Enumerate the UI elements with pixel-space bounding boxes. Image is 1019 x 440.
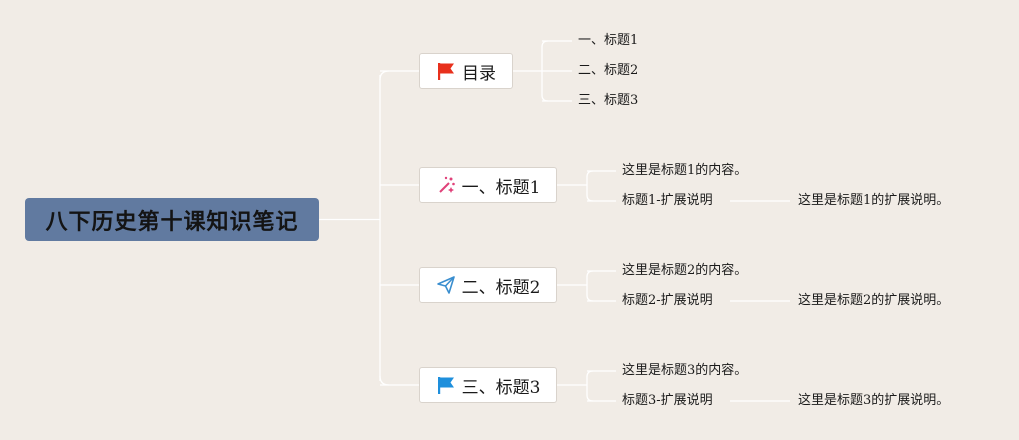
toc-item-1-label: 一、标题1 — [578, 33, 639, 48]
toc-item-2-label: 二、标题2 — [578, 63, 639, 78]
section-2-content[interactable]: 这里是标题2的内容。 — [622, 263, 747, 279]
section-3-ext-detail-text: 这里是标题3的扩展说明。 — [798, 393, 950, 408]
toc-item-2[interactable]: 二、标题2 — [578, 63, 638, 79]
connector-s3-bracket — [586, 370, 594, 402]
section-2-label: 二、标题2 — [461, 277, 541, 298]
section-1-ext-label[interactable]: 标题1-扩展说明 — [622, 193, 713, 209]
toc-topic-label: 目录 — [462, 63, 496, 84]
section-3-content-text: 这里是标题3的内容。 — [622, 363, 748, 378]
section-3-content[interactable]: 这里是标题3的内容。 — [622, 363, 747, 379]
connector-trunk-bottom — [379, 375, 390, 386]
toc-item-3-label: 三、标题3 — [578, 93, 639, 108]
section-1-content[interactable]: 这里是标题1的内容。 — [622, 163, 747, 179]
section-2-ext-label[interactable]: 标题2-扩展说明 — [622, 293, 713, 309]
red-flag-icon — [438, 63, 454, 80]
section-3-ext-label[interactable]: 标题3-扩展说明 — [622, 393, 713, 409]
root-topic[interactable]: 八下历史第十课知识笔记 — [25, 198, 319, 241]
section-2-ext-label-text: 标题2-扩展说明 — [622, 293, 713, 308]
section-3-ext-detail[interactable]: 这里是标题3的扩展说明。 — [798, 393, 949, 409]
section-3-topic[interactable]: 三、标题3 — [419, 367, 557, 403]
toc-topic[interactable]: 目录 — [419, 53, 513, 89]
section-1-ext-label-text: 标题1-扩展说明 — [622, 193, 713, 208]
connector-trunk-top — [379, 70, 390, 81]
section-1-topic[interactable]: 一、标题1 — [419, 167, 557, 203]
section-1-ext-detail[interactable]: 这里是标题1的扩展说明。 — [798, 193, 949, 209]
toc-item-1[interactable]: 一、标题1 — [578, 33, 638, 49]
blue-flag-icon — [437, 377, 454, 394]
section-2-topic[interactable]: 二、标题2 — [419, 267, 557, 303]
section-3-label: 三、标题3 — [461, 377, 541, 398]
section-1-label: 一、标题1 — [461, 177, 541, 198]
section-1-ext-detail-text: 这里是标题1的扩展说明。 — [798, 193, 950, 208]
section-2-content-text: 这里是标题2的内容。 — [622, 263, 748, 278]
section-3-ext-label-text: 标题3-扩展说明 — [622, 393, 713, 408]
section-2-ext-detail[interactable]: 这里是标题2的扩展说明。 — [798, 293, 949, 309]
section-1-content-text: 这里是标题1的内容。 — [622, 163, 748, 178]
root-topic-label: 八下历史第十课知识笔记 — [45, 208, 299, 235]
toc-item-3[interactable]: 三、标题3 — [578, 93, 638, 109]
sparkle-icon — [438, 176, 455, 193]
paper-plane-icon — [436, 276, 455, 294]
connector-s1-bracket — [586, 170, 594, 202]
connector-s2-bracket — [586, 270, 594, 302]
section-2-ext-detail-text: 这里是标题2的扩展说明。 — [798, 293, 950, 308]
